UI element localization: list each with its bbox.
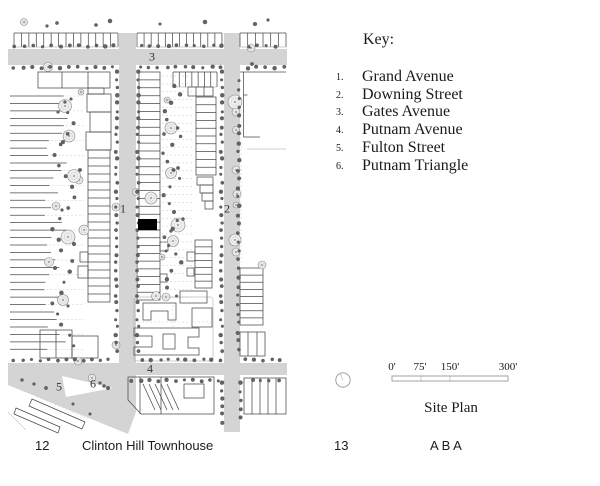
key-title: Key: (363, 31, 395, 48)
key-item-number: 6. (336, 160, 344, 172)
scale-label: 150' (440, 361, 460, 373)
key-item-number: 2. (336, 89, 344, 101)
scale-label: 300' (498, 361, 518, 373)
key-item-label: Putnam Triangle (362, 156, 469, 174)
scale-label: 75' (413, 361, 427, 373)
key-item-number: 1. (336, 72, 344, 83)
map-street-label-6: 6 (90, 376, 96, 391)
key-item-label: Putnam Avenue (362, 121, 463, 139)
key-item-label: Gates Avenue (362, 103, 451, 121)
key-item-label: Fulton Street (362, 138, 446, 156)
key-item-number: 3. (336, 107, 344, 119)
map-street-label-5: 5 (56, 379, 62, 394)
map-street-label-4: 4 (147, 361, 153, 376)
map-street-label-2: 2 (224, 201, 230, 216)
page-number-right: 13 (334, 438, 349, 453)
key-item-label: Grand Avenue (362, 68, 454, 85)
key-item-label: Downing Street (362, 85, 463, 103)
key-item-number: 4. (336, 125, 344, 137)
scale-label: 0' (388, 361, 396, 373)
firm-name: A B A (430, 438, 462, 453)
project-title: Clinton Hill Townhouse (82, 438, 214, 453)
map-street-label-1: 1 (120, 201, 126, 216)
map-street-label-3: 3 (149, 49, 155, 64)
page-number-left: 12 (35, 438, 50, 453)
key-item-number: 5. (336, 142, 344, 154)
site-plan-caption: Site Plan (424, 400, 478, 416)
